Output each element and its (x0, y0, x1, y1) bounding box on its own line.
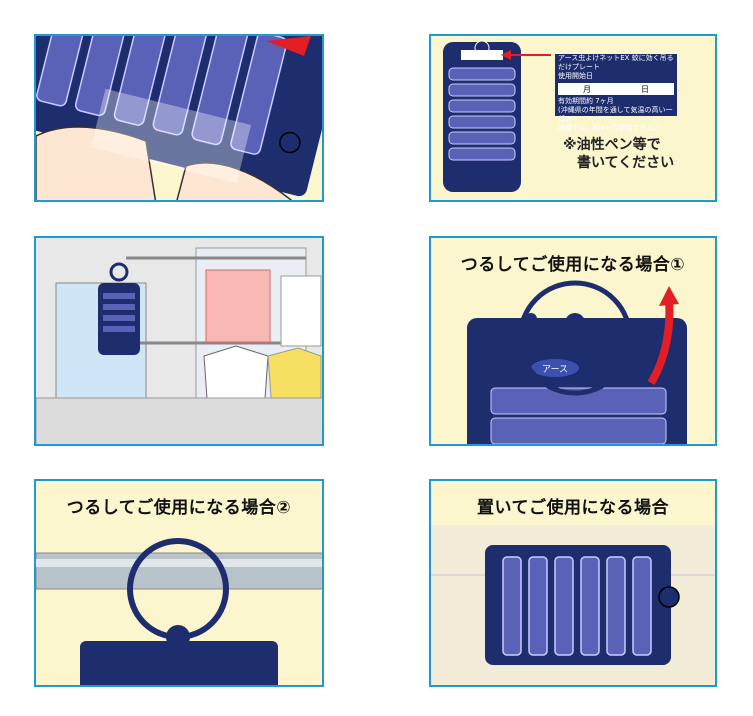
plate-line-3: 地域では、約4ヵ月使用できる。) (558, 124, 660, 132)
hang-1-illustration: アース (467, 280, 687, 444)
panel-hang-method-1: つるしてご使用になる場合① アース (429, 236, 717, 446)
pen-note: ※油性ペン等で 書いてください (563, 136, 674, 172)
pen-note-line-1: ※油性ペン等で (563, 137, 661, 153)
panel-balcony-scene (34, 236, 324, 446)
caption-place: 置いてご使用になる場合 (477, 498, 669, 518)
pen-note-line-2: 書いてください (577, 155, 675, 171)
date-field[interactable]: 月 日 (558, 83, 674, 95)
day-label: 日 (641, 84, 649, 94)
hands-illustration (36, 36, 322, 200)
month-label: 月 (583, 84, 591, 94)
panel-hang-method-2: つるしてご使用になる場合② (34, 479, 324, 687)
brand-badge: アース (542, 365, 568, 375)
panel-place-method: 置いてご使用になる場合 (429, 479, 717, 687)
balcony-illustration (36, 238, 322, 444)
caption-hang-1: つるしてご使用になる場合① (460, 255, 686, 275)
plate-line-2: (沖縄県の年間を通して気温の高い一部の (558, 106, 673, 123)
plate-title: アース虫よけネットEX 蚊に効く吊るだけプレート (558, 54, 674, 71)
panel-hands-tearing-film (34, 34, 324, 202)
date-plate: アース虫よけネットEX 蚊に効く吊るだけプレート 使用開始日 月 日 有効期間約… (555, 54, 677, 132)
hanger-card-illustration (443, 40, 551, 192)
place-illustration (431, 525, 715, 685)
caption-hang-2: つるしてご使用になる場合② (66, 498, 292, 518)
plate-subtitle: 使用開始日 (558, 72, 593, 80)
panel-write-start-date: アース虫よけネットEX 蚊に効く吊るだけプレート 使用開始日 月 日 有効期間約… (429, 34, 717, 202)
plate-line-1: 有効期間約 7ヶ月 (558, 97, 614, 105)
hang-2-illustration (36, 538, 322, 685)
